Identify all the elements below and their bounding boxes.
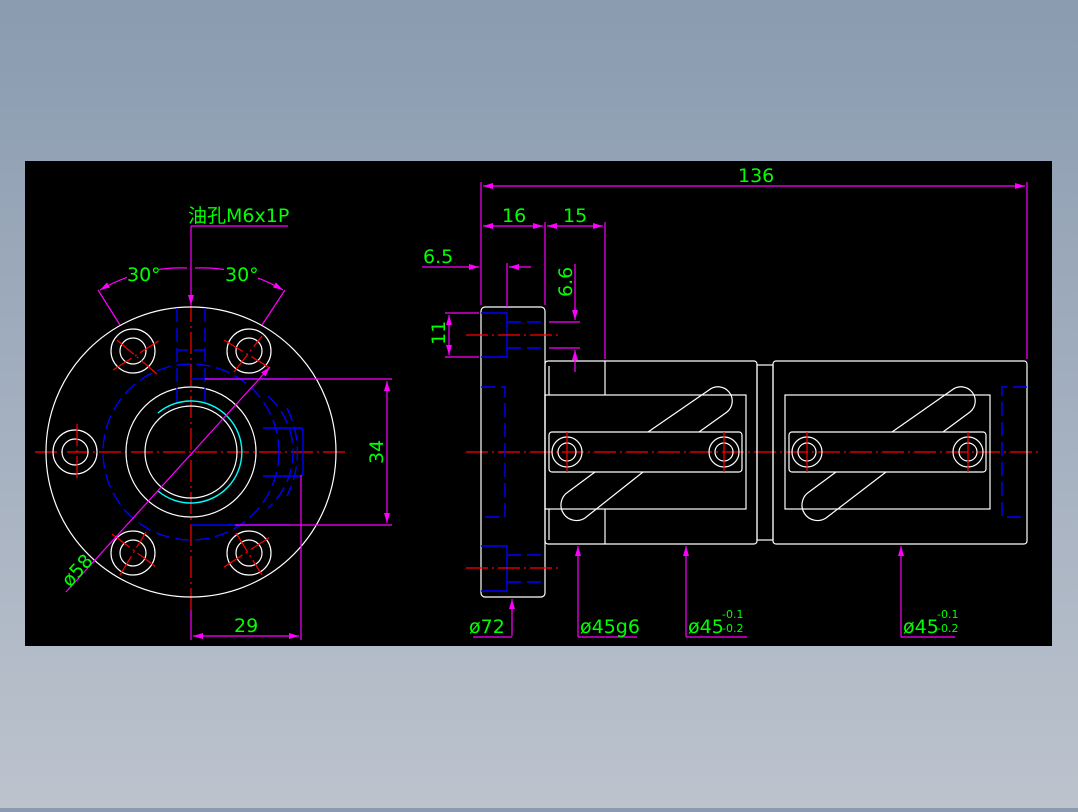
- return-tube-2: [801, 386, 976, 522]
- bolt-hole-bottom-left: [110, 530, 157, 576]
- dim6.6-label: 6.6: [555, 267, 577, 297]
- tube-screw-1a: [551, 432, 583, 472]
- pcd-hidden-circle: [102, 363, 280, 541]
- bolt-hole-left: [52, 424, 98, 480]
- tube-clamp-2: [788, 431, 987, 473]
- dia45-1-tol-upper: -0.1: [722, 608, 743, 621]
- bore-circle: [144, 405, 238, 499]
- flange-outline: [45, 306, 337, 598]
- dia45-2-label: ø45: [903, 616, 939, 638]
- angle-label-left: 30°: [127, 264, 161, 286]
- dim11-label: 11: [428, 321, 450, 345]
- body2-hidden: [1001, 386, 1027, 518]
- dia45-1-tol-lower: -0.2: [722, 622, 743, 635]
- bolt-hole-top-right: [223, 328, 272, 374]
- nut-body-2: [772, 360, 1028, 545]
- dim15-label: 15: [563, 205, 587, 227]
- side-view: 136 16 15 6.5 6.6 11 ø72 ø45g6: [422, 165, 1042, 638]
- bolt-hole-bottom-right: [223, 530, 272, 576]
- tube-clamp-1: [548, 431, 743, 473]
- angle-ext-left: [97, 289, 121, 326]
- thread-arc: [157, 400, 243, 504]
- dim34-label: 34: [366, 440, 388, 464]
- pcd-dimension-line: [65, 366, 271, 593]
- angle-label-bg-left: [127, 260, 159, 282]
- drawing-canvas[interactable]: [25, 161, 1052, 646]
- tube-plate-1: [544, 394, 747, 510]
- oil-hole-note: 油孔M6x1P: [188, 205, 289, 227]
- dim29-label: 29: [234, 615, 258, 637]
- dim6.5-label: 6.5: [423, 246, 453, 268]
- tube-screw-2b: [952, 432, 984, 472]
- dim136-label: 136: [738, 165, 774, 187]
- dia45-1-label: ø45: [688, 616, 724, 638]
- body-outer-circle: [125, 386, 257, 518]
- return-tube-arc-2: [286, 407, 299, 497]
- dia45-2-tol-upper: -0.1: [937, 608, 958, 621]
- front-view: 油孔M6x1P 30° 30° ø58 34 29: [35, 205, 392, 640]
- dia45-2-tol-lower: -0.2: [937, 622, 958, 635]
- dia45g6-label: ø45g6: [580, 616, 640, 638]
- tube-plate-2: [784, 394, 991, 510]
- bolt-hole-top-left: [110, 328, 161, 375]
- tube-screw-1b: [708, 432, 740, 472]
- angle-ext-right: [261, 289, 286, 326]
- angle-label-right: 30°: [225, 264, 259, 286]
- dim16-label: 16: [502, 205, 526, 227]
- dia72-label: ø72: [469, 616, 505, 638]
- angle-label-bg-right: [224, 260, 258, 282]
- tube-screw-2a: [791, 432, 823, 472]
- return-tube-1: [560, 386, 733, 522]
- return-tube-arc-1: [267, 395, 294, 509]
- flange-hidden-mid: [481, 386, 506, 518]
